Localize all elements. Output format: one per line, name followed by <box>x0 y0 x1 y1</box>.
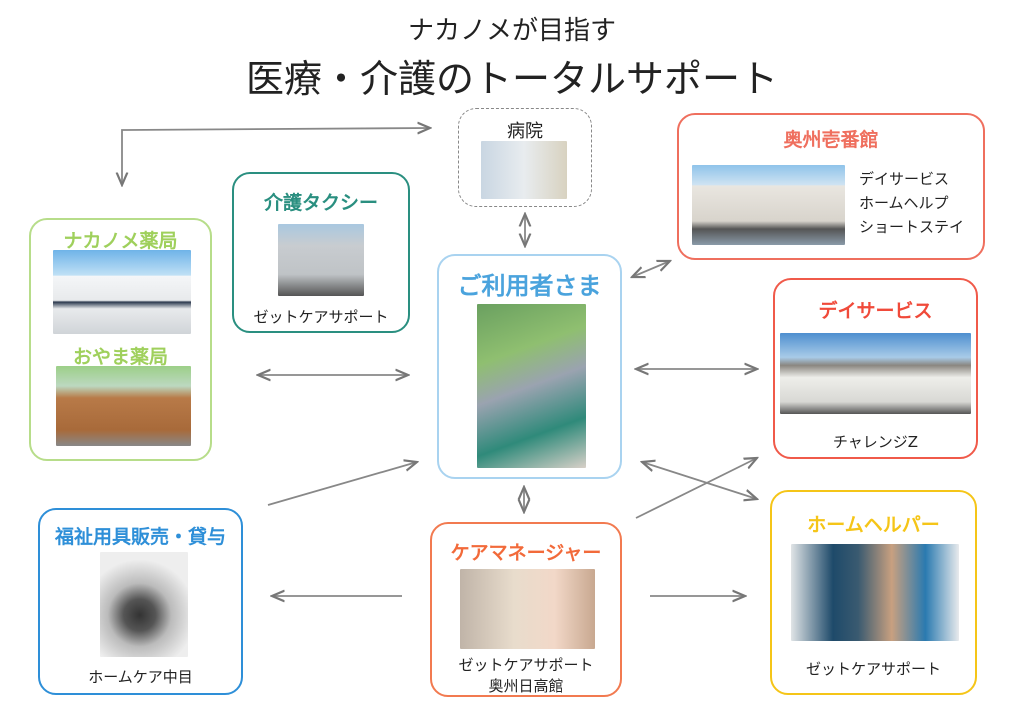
elderly-couple-photo <box>477 304 586 468</box>
homehelper-photo <box>791 544 959 641</box>
arrow-welfare-user <box>267 462 417 506</box>
user-title: ご利用者さま <box>457 272 602 300</box>
pharmacy-title-1: ナカノメ薬局 <box>63 230 178 252</box>
hospital-box: 病院 <box>458 108 592 207</box>
service-item: ショートステイ <box>859 218 965 236</box>
welfare-title: 福祉用具販売・貸与 <box>54 526 226 548</box>
title-line1: ナカノメが目指す <box>407 16 616 46</box>
welfare-box: 福祉用具販売・貸与 ホームケア中目 <box>38 508 243 695</box>
pharmacy-title-2: おやま薬局 <box>72 346 168 368</box>
homehelper-caption: ゼットケアサポート <box>805 660 941 678</box>
homehelper-title: ホームヘルパー <box>807 514 940 536</box>
ichibankan-photo <box>692 165 845 245</box>
dayservice-title: デイサービス <box>818 300 933 322</box>
hospital-title: 病院 <box>507 121 543 142</box>
arrow-user-ichibankan <box>632 261 670 277</box>
kaigo-taxi-box: 介護タクシー ゼットケアサポート <box>232 172 410 333</box>
caremanager-title: ケアマネージャー <box>450 542 602 564</box>
caremanager-photo <box>460 569 595 649</box>
taxi-caption: ゼットケアサポート <box>253 308 389 326</box>
day-service-box: デイサービス チャレンジZ <box>773 278 978 459</box>
dayservice-photo <box>780 333 971 414</box>
arrow-user-homehelper <box>642 462 757 499</box>
wheelchair-photo <box>100 552 188 657</box>
home-helper-box: ホームヘルパー ゼットケアサポート <box>770 490 977 695</box>
taxi-photo <box>278 224 364 296</box>
pharmacy-box: ナカノメ薬局 おやま薬局 <box>29 218 212 461</box>
welfare-caption: ホームケア中目 <box>88 668 193 686</box>
care-manager-box: ケアマネージャー ゼットケアサポート 奥州日高館 <box>430 522 622 697</box>
user-box: ご利用者さま <box>437 254 622 479</box>
doctor-photo <box>481 141 567 199</box>
oyama-pharmacy-photo <box>56 366 191 446</box>
nakanome-pharmacy-photo <box>53 250 191 334</box>
ichibankan-title: 奥州壱番館 <box>783 129 879 151</box>
arrow-pharmacy-hospital <box>122 128 430 185</box>
service-item: ホームヘルプ <box>859 194 949 212</box>
dayservice-caption: チャレンジZ <box>832 433 919 451</box>
title-line2: 医療・介護のトータルサポート <box>245 57 778 101</box>
service-item: デイサービス <box>859 170 950 188</box>
arrow-caremanager-dayservice <box>635 458 757 519</box>
caremanager-caption-1: ゼットケアサポート <box>458 656 594 674</box>
caremanager-caption-2: 奥州日高館 <box>488 677 564 695</box>
oshu-ichibankan-box: 奥州壱番館 デイサービス ホームヘルプ ショートステイ <box>677 113 985 260</box>
taxi-title: 介護タクシー <box>263 192 378 214</box>
